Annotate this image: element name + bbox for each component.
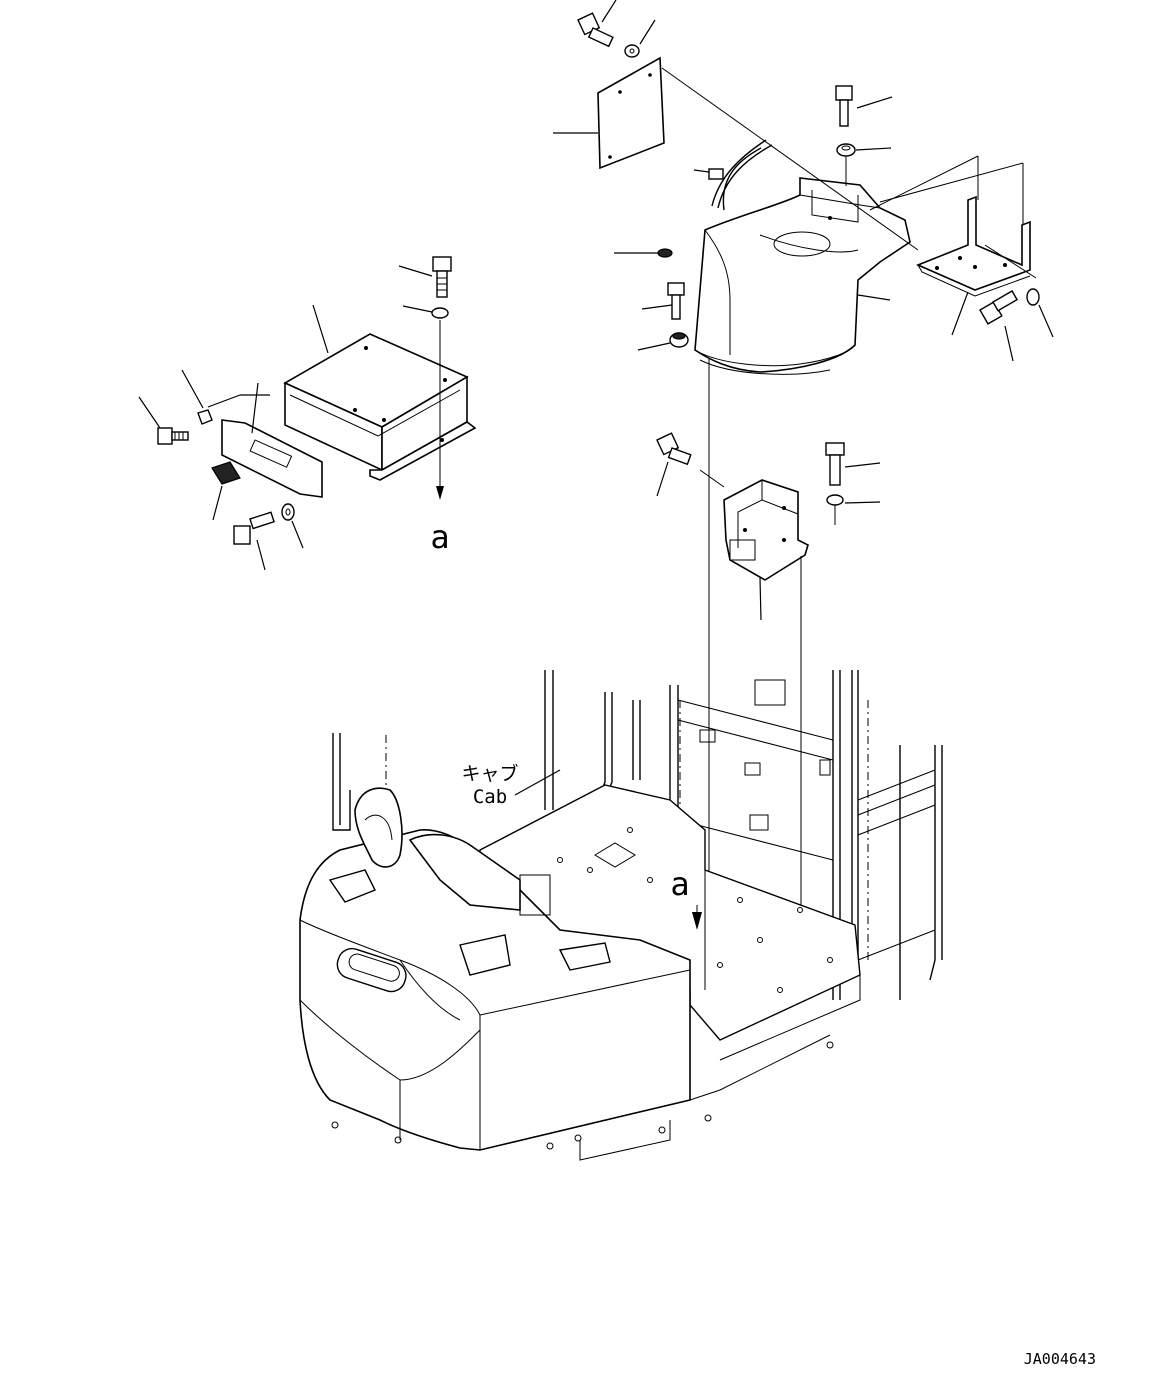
bolt-bracket <box>979 290 1019 325</box>
bolt-left <box>157 427 189 445</box>
reference-label-a-upper: a <box>430 518 449 556</box>
cab-label-japanese: キャブ <box>461 762 518 785</box>
bolt-bottom-left <box>233 511 275 545</box>
connector-part <box>211 461 241 485</box>
switch-panel-right <box>459 934 511 976</box>
bracket-right <box>915 195 1031 291</box>
bolt-top-controller <box>432 256 452 298</box>
bolt-cover-top <box>835 85 853 127</box>
cover-assembly <box>553 0 1054 375</box>
washer-bottom-left <box>281 503 295 521</box>
bolt-top-plate <box>577 12 614 48</box>
left-console <box>299 829 691 1151</box>
cover-plate <box>597 56 665 170</box>
mounting-bracket-assembly <box>656 432 881 621</box>
lever-left <box>354 787 403 868</box>
bolt-bracket-left <box>656 432 692 466</box>
bolt-bracket-top <box>825 442 845 486</box>
harness-clip <box>708 168 724 180</box>
controller-box-assembly <box>138 256 477 571</box>
bolt-cover-side <box>667 282 685 320</box>
switch-panel-left <box>328 869 376 903</box>
washer-top-controller <box>431 307 449 319</box>
reference-label-a-lower: a <box>670 865 689 903</box>
cab-floor-assembly <box>299 670 943 1161</box>
mounting-bracket <box>723 479 809 581</box>
cab-label-english: Cab <box>473 786 507 808</box>
front-plate <box>221 419 323 498</box>
washer-bracket-top <box>826 494 844 506</box>
clip-nut <box>197 409 213 425</box>
washer-top-plate <box>624 44 640 58</box>
washer-bracket <box>1026 288 1040 306</box>
o-ring <box>657 248 673 258</box>
figure-id: JA004643 <box>1024 1350 1096 1368</box>
